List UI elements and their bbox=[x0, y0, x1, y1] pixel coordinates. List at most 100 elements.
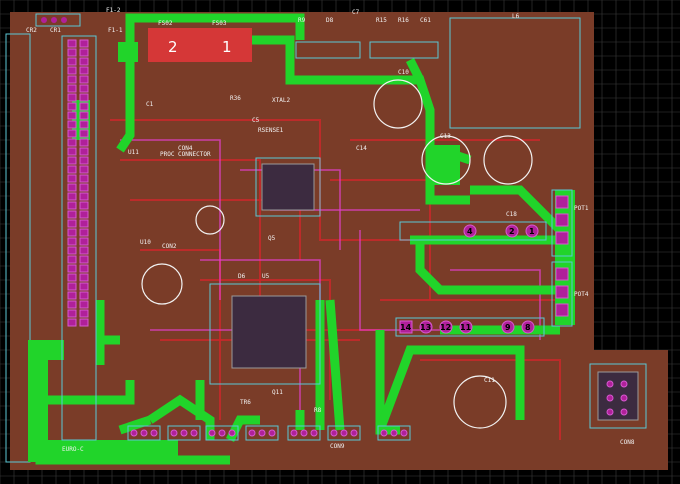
bottom-pad-row[interactable] bbox=[127, 425, 411, 441]
pad-4-label: 4 bbox=[467, 227, 473, 236]
u11-label: U11 bbox=[128, 149, 139, 156]
euro-pin bbox=[79, 192, 89, 201]
euro-pin bbox=[67, 156, 77, 165]
con8-connector[interactable]: CON8 bbox=[589, 363, 647, 446]
cr1-label: CR1 bbox=[50, 27, 61, 34]
d6-label: D6 bbox=[238, 273, 246, 280]
euro-pin bbox=[79, 237, 89, 246]
euro-pin bbox=[79, 66, 89, 75]
proc-connector-label: PROC CONNECTOR bbox=[160, 151, 211, 158]
pad-12-label: 12 bbox=[440, 323, 451, 332]
euro-pin bbox=[79, 120, 89, 129]
rsense1-label: RSENSE1 bbox=[258, 127, 284, 134]
fs02-label: FS02 bbox=[158, 20, 173, 27]
c10-label: C10 bbox=[398, 69, 409, 76]
c1-label: C1 bbox=[146, 101, 154, 108]
euro-pin bbox=[79, 201, 89, 210]
header-d8[interactable]: R9 D8 C7 bbox=[295, 9, 361, 59]
euro-pin bbox=[79, 48, 89, 57]
transistor-outline bbox=[245, 425, 279, 441]
processor-ic[interactable] bbox=[255, 157, 321, 217]
l6-inductor[interactable]: L6 bbox=[449, 13, 581, 129]
euro-pin bbox=[67, 66, 77, 75]
r9-label: R9 bbox=[298, 17, 306, 24]
c14-label: C14 bbox=[356, 145, 367, 152]
r8-label: R8 bbox=[314, 407, 322, 414]
transistor-pin bbox=[130, 429, 138, 437]
pad-1-label: 1 bbox=[529, 227, 535, 236]
c13-label: C13 bbox=[440, 133, 451, 140]
euro-pin bbox=[79, 165, 89, 174]
euro-pin bbox=[67, 102, 77, 111]
transistor-pin bbox=[310, 429, 318, 437]
con8-label: CON8 bbox=[620, 439, 635, 446]
euro-pin bbox=[79, 309, 89, 318]
pad-14-label: 14 bbox=[400, 323, 412, 332]
euro-pin bbox=[67, 219, 77, 228]
f1-2-label: F1-2 bbox=[106, 7, 121, 14]
euro-pin bbox=[67, 246, 77, 255]
euro-pin bbox=[79, 39, 89, 48]
euro-pin bbox=[79, 111, 89, 120]
euro-pin bbox=[79, 246, 89, 255]
pad-8-label: 8 bbox=[525, 323, 531, 332]
d8-label: D8 bbox=[326, 17, 334, 24]
cr-connectors[interactable]: CR2 CR1 F1-2 F1-1 bbox=[26, 7, 123, 34]
u5-ic[interactable]: U5 D6 Q11 TR6 bbox=[209, 273, 321, 406]
right-header-top[interactable]: 4 2 1 bbox=[399, 221, 547, 241]
euro-pin bbox=[79, 129, 89, 138]
cr2-label: CR2 bbox=[26, 27, 37, 34]
fuse-holder-fs02[interactable]: FS02 2 bbox=[148, 20, 200, 62]
euro-pin bbox=[79, 147, 89, 156]
transistor-pin bbox=[140, 429, 148, 437]
transistor-pin bbox=[190, 429, 198, 437]
euro-pin bbox=[67, 165, 77, 174]
fuse-holder-fs03[interactable]: FS03 1 bbox=[200, 20, 252, 62]
transistor-pin bbox=[290, 429, 298, 437]
euro-pin bbox=[67, 291, 77, 300]
euro-connector[interactable] bbox=[61, 35, 97, 441]
euro-pin bbox=[79, 183, 89, 192]
pot1-label: POT1 bbox=[574, 205, 589, 212]
euro-pin bbox=[67, 39, 77, 48]
capacitors[interactable]: C10 C13 C1 8 C11 bbox=[141, 69, 533, 429]
right-vertical-connectors[interactable]: POT1 POT4 bbox=[551, 189, 589, 327]
c7-label: C7 bbox=[352, 9, 360, 16]
header-r15[interactable]: R15 R16 C61 bbox=[369, 17, 439, 59]
pot4-label: POT4 bbox=[574, 291, 589, 298]
euro-pin bbox=[67, 129, 77, 138]
u10-label: U10 bbox=[140, 239, 151, 246]
xtal-label: XTAL2 bbox=[272, 97, 290, 104]
euro-pin bbox=[79, 156, 89, 165]
pad-2-label: 2 bbox=[509, 227, 515, 236]
euro-pin bbox=[79, 291, 89, 300]
euro-pin bbox=[79, 300, 89, 309]
c61-label: C61 bbox=[420, 17, 431, 24]
c11-label: C11 bbox=[484, 377, 495, 384]
pad-11-label: 11 bbox=[460, 323, 472, 332]
euro-pin bbox=[67, 300, 77, 309]
euro-connector-frame bbox=[61, 35, 97, 441]
right-header-bottom[interactable]: 14 13 12 11 9 8 bbox=[395, 317, 545, 337]
euro-pin bbox=[67, 84, 77, 93]
euro-pin bbox=[79, 102, 89, 111]
fuse2-label: 2 bbox=[168, 38, 178, 56]
euro-pin bbox=[67, 264, 77, 273]
transistor-pin bbox=[170, 429, 178, 437]
euro-pin bbox=[67, 255, 77, 264]
euro-pin bbox=[67, 147, 77, 156]
euro-pin bbox=[79, 93, 89, 102]
euro-pin bbox=[67, 174, 77, 183]
euro-pin bbox=[67, 93, 77, 102]
u5-label: U5 bbox=[262, 273, 270, 280]
transistor-pin bbox=[268, 429, 276, 437]
transistor-outline bbox=[167, 425, 201, 441]
transistor-pin bbox=[300, 429, 308, 437]
transistor-pin bbox=[228, 429, 236, 437]
transistor-outline bbox=[377, 425, 411, 441]
transistor-outline bbox=[205, 425, 239, 441]
fuse1-label: 1 bbox=[222, 38, 232, 56]
r15-label: R15 bbox=[376, 17, 387, 24]
